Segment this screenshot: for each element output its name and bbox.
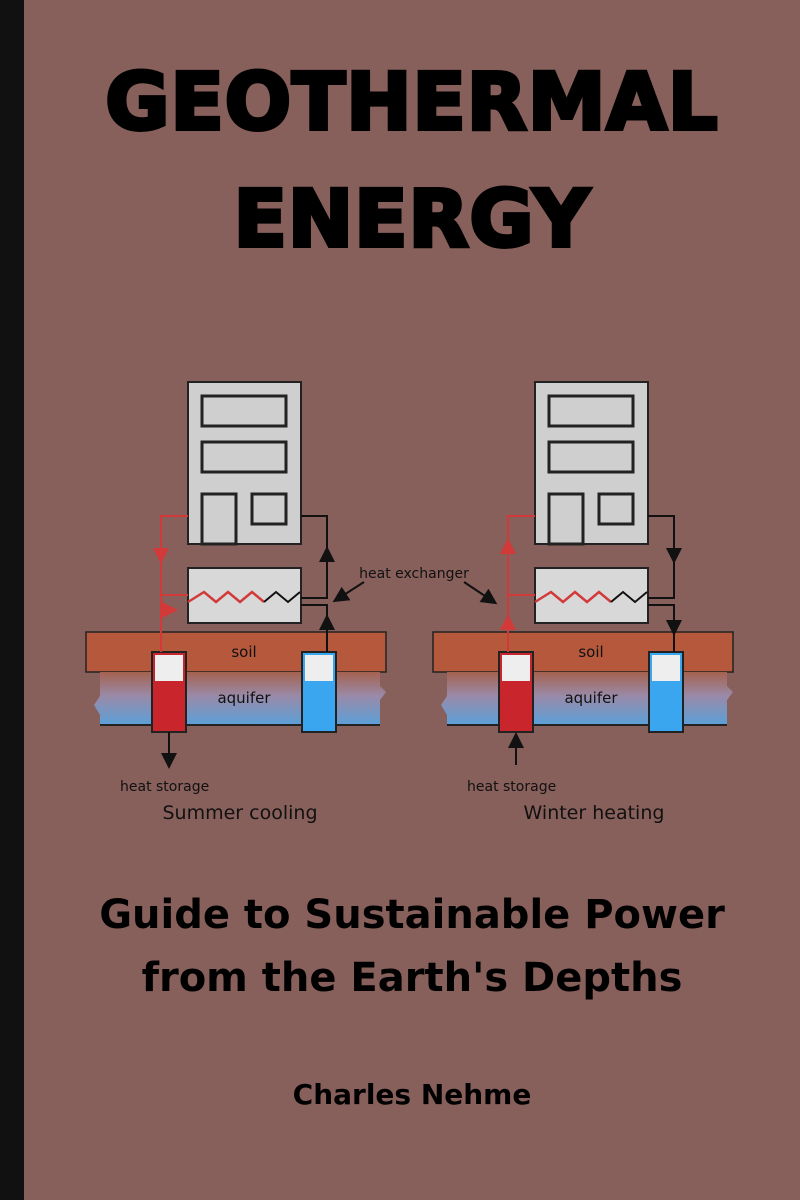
title-line-2: ENERGY <box>232 173 592 267</box>
subtitle-line-2: from the Earth's Depths <box>141 955 683 1001</box>
heat-exchanger-label: heat exchanger <box>359 566 469 582</box>
soil-label: soil <box>231 643 256 661</box>
summer-cooling-caption: Summer cooling <box>162 802 317 824</box>
geothermal-diagram: soil aquifer heat storage Summer cooling <box>85 381 734 824</box>
building-icon <box>187 381 302 546</box>
author-name: Charles Nehme <box>292 1078 532 1111</box>
heat-exchanger-box <box>187 567 302 624</box>
heat-storage-label: heat storage <box>467 779 556 795</box>
book-spine-edge <box>0 0 24 1200</box>
aquifer-label: aquifer <box>564 689 618 707</box>
soil-label: soil <box>578 643 603 661</box>
summer-cooling-panel: soil aquifer heat storage Summer cooling <box>85 381 387 824</box>
building-icon <box>534 381 649 546</box>
winter-heating-caption: Winter heating <box>524 802 665 824</box>
title-line-1: GEOTHERMAL <box>103 56 719 150</box>
aquifer-label: aquifer <box>217 689 271 707</box>
heat-exchanger-box <box>534 567 649 624</box>
subtitle-line-1: Guide to Sustainable Power <box>99 892 725 938</box>
winter-heating-panel: soil aquifer heat storage Winter heating <box>432 381 734 824</box>
heat-storage-label: heat storage <box>120 779 209 795</box>
